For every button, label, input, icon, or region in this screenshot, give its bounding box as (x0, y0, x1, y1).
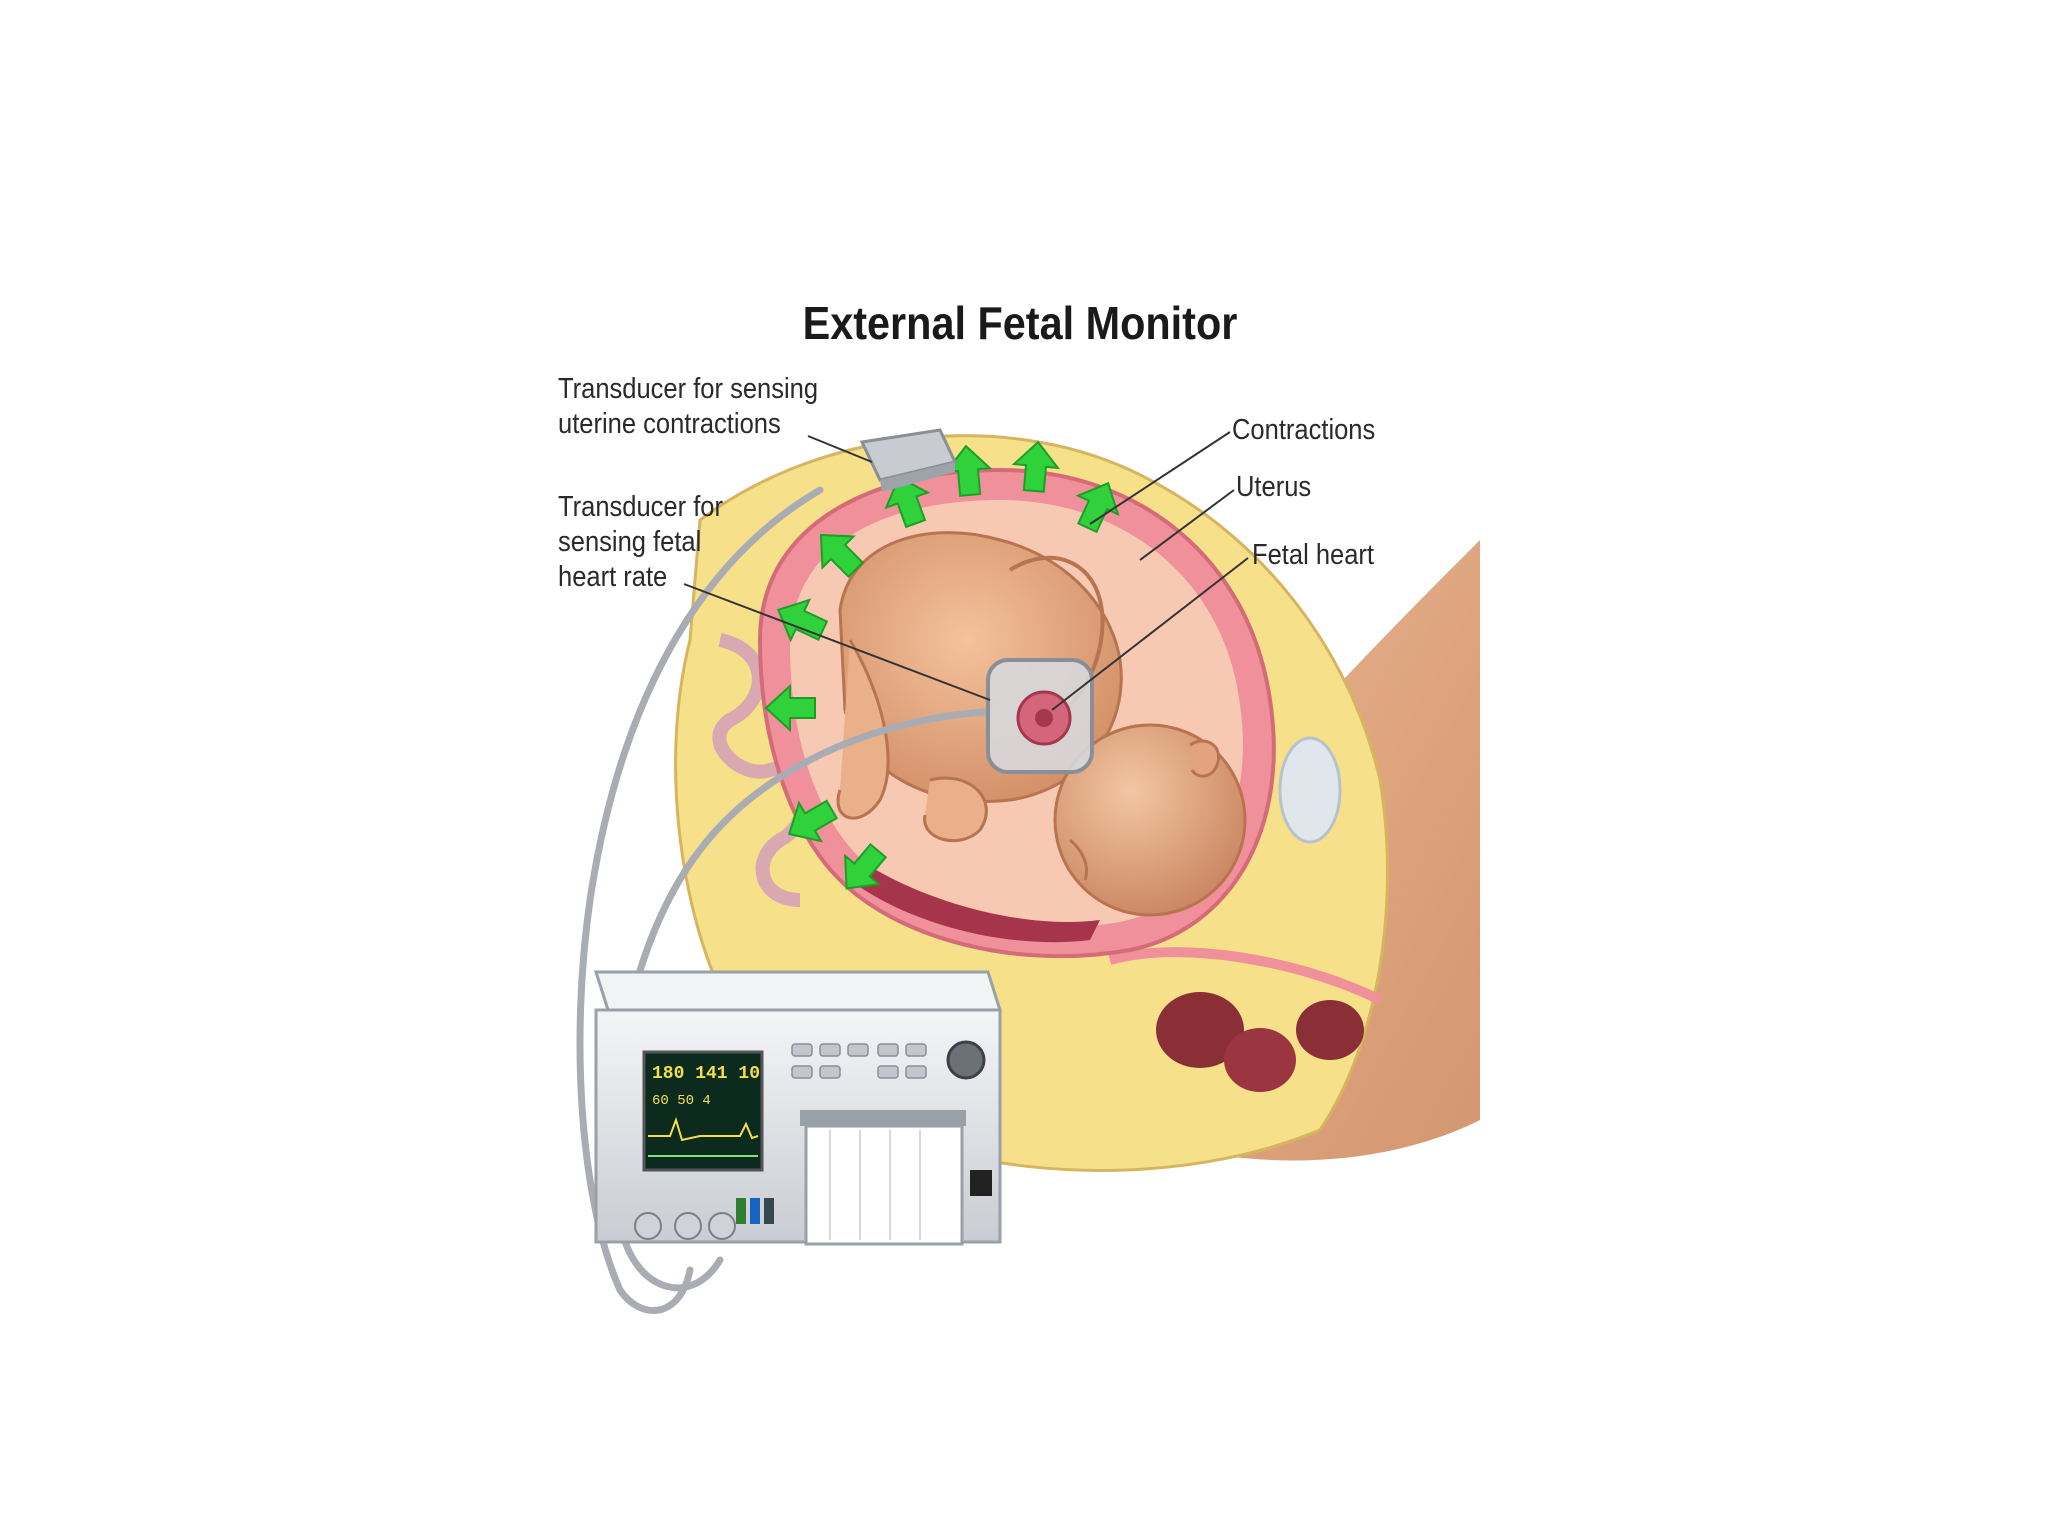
monitor-trace (648, 1116, 759, 1142)
monitor-reading-secondary: 60 50 4 (652, 1093, 711, 1109)
label-contractions: Contractions (1232, 414, 1376, 446)
monitor-screen (642, 1050, 764, 1172)
uterine-transducer (859, 428, 958, 492)
cable-uterine (576, 486, 824, 1314)
fhr-transducer (986, 658, 1094, 774)
leader-contractions (1089, 431, 1231, 525)
arrow-8 (787, 799, 839, 843)
placenta (850, 860, 1100, 943)
paper-printer (800, 1110, 992, 1246)
arrow-3 (1011, 440, 1061, 493)
arrow-6 (776, 598, 829, 643)
contraction-arrows (764, 440, 1120, 890)
label-fhr-transducer: Transducer for sensing fetal heart rate (558, 491, 723, 593)
arrow-1 (884, 476, 931, 529)
arrow-2 (943, 444, 993, 497)
label-uterus: Uterus (1236, 471, 1312, 503)
monitor-reading-primary: 180 141 10 (652, 1064, 760, 1084)
diagram-title: External Fetal Monitor (802, 297, 1238, 349)
monitor-buttons (791, 1043, 927, 1079)
monitor-knob (946, 1040, 986, 1080)
leader-lines (683, 431, 1249, 711)
fetal-monitor (593, 970, 1003, 1246)
arrow-5 (819, 533, 865, 579)
monitor-ports (634, 1198, 774, 1240)
leader-uterine (807, 435, 873, 463)
leader-fhr (683, 583, 991, 701)
label-uterine-transducer: Transducer for sensing uterine contracti… (558, 373, 819, 440)
label-fetal-heart: Fetal heart (1252, 539, 1375, 571)
arrow-4 (1075, 481, 1120, 534)
pubic-bone (1278, 736, 1342, 844)
leader-uterus (1139, 489, 1235, 561)
arrow-7 (764, 683, 816, 733)
arrow-9 (844, 843, 888, 890)
leader-fetal-heart (1051, 557, 1249, 711)
